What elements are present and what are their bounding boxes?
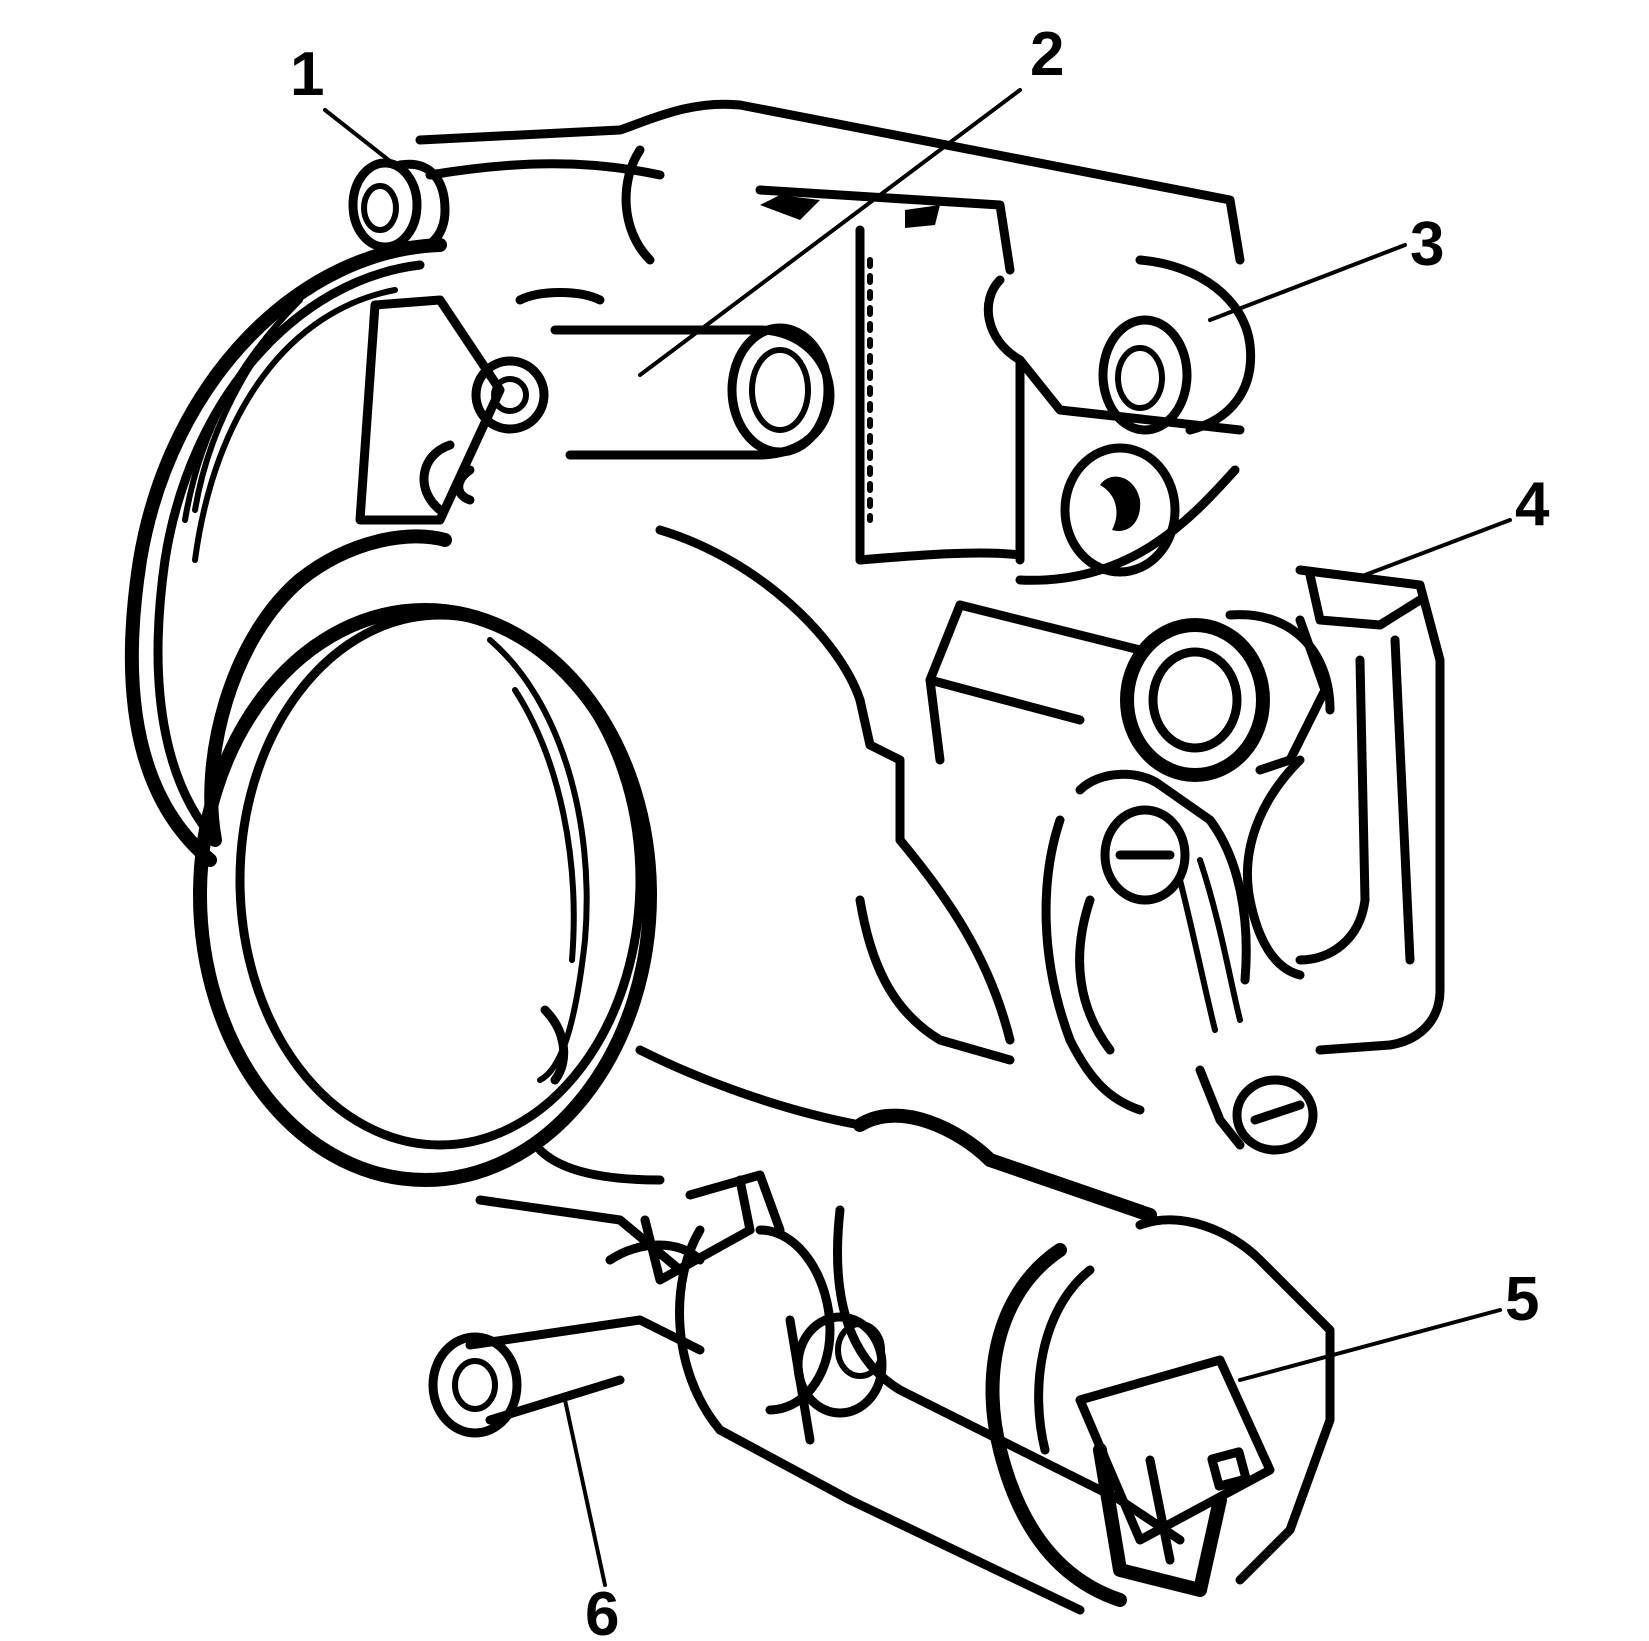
bracket-plate xyxy=(1041,769,1318,1155)
leader-lines xyxy=(323,88,1512,1587)
upper-right-boss xyxy=(1015,255,1256,585)
callout-1: 1 xyxy=(290,40,324,109)
idle-control-valve xyxy=(675,1108,1335,1615)
upper-housing xyxy=(415,99,1245,565)
sensor-housing xyxy=(1177,565,1445,1055)
leader-3 xyxy=(1208,243,1407,322)
leader-5 xyxy=(1238,1308,1502,1382)
linkage-pivot xyxy=(355,288,835,525)
callout-3: 3 xyxy=(1410,210,1444,279)
mid-body xyxy=(635,525,1145,1130)
adjusting-screw xyxy=(428,1145,785,1438)
valve-mounting-screw xyxy=(785,1312,887,1445)
leader-6 xyxy=(563,1398,607,1587)
throttle-bore xyxy=(193,529,657,1187)
intake-flange xyxy=(124,238,447,867)
clamp-screw xyxy=(348,158,450,255)
coolant-nipple xyxy=(1120,610,1335,782)
leader-2 xyxy=(638,88,1022,377)
leader-1 xyxy=(323,108,397,167)
callout-5: 5 xyxy=(1505,1265,1539,1334)
leader-4 xyxy=(1363,518,1512,577)
callout-labels: 1 2 3 4 5 6 xyxy=(290,20,1550,1641)
callout-6: 6 xyxy=(585,1580,619,1641)
callout-2: 2 xyxy=(1030,20,1064,89)
callout-4: 4 xyxy=(1515,470,1550,539)
